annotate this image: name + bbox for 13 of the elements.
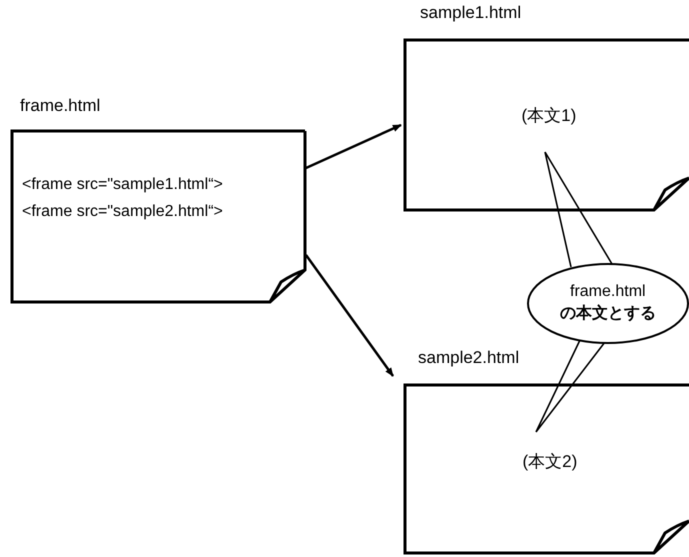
balloon-text: frame.html (570, 283, 646, 302)
balloon-tail (535, 339, 606, 433)
code-line: <frame src="sample1.html“> (22, 176, 223, 194)
arrow (305, 124, 402, 170)
balloon-tail (544, 151, 613, 268)
file-name: sample1.html (420, 3, 522, 23)
balloon-text: の本文とする (560, 305, 656, 324)
code-line: <frame src="sample2.html“> (22, 203, 223, 222)
file-name: sample2.html (418, 348, 520, 368)
arrow (304, 254, 394, 377)
body-text: (本文2) (522, 452, 578, 472)
body-text: (本文1) (522, 106, 576, 126)
file-name: frame.html (20, 96, 100, 116)
